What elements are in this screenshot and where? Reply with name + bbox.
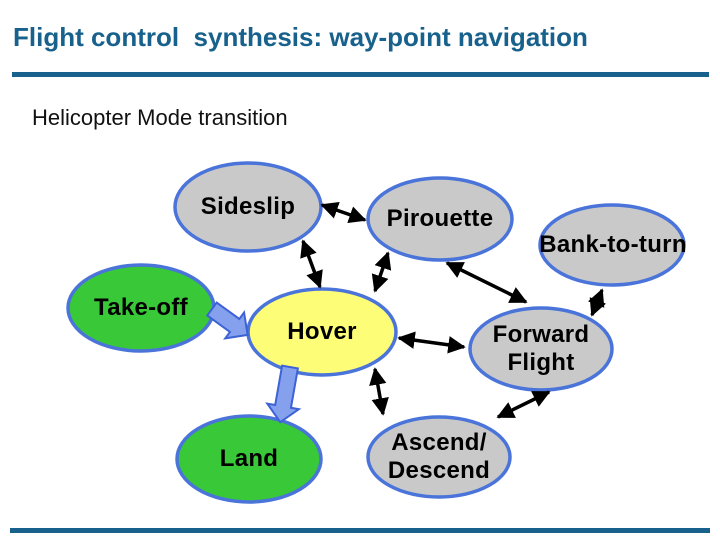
edge-sideslip-hover xyxy=(300,239,323,289)
footer-divider xyxy=(10,528,710,533)
edge-pirouette-forward-flight xyxy=(445,261,528,304)
node-sideslip xyxy=(173,161,323,253)
node-take-off xyxy=(66,263,216,353)
block-arrow-takeoff-to-hover xyxy=(205,301,249,340)
edge-hover-ascend-descend xyxy=(369,367,389,416)
node-land xyxy=(175,414,323,504)
node-ascend-descend xyxy=(366,415,512,499)
edge-pirouette-hover xyxy=(371,251,392,293)
diagram-subtitle: Helicopter Mode transition xyxy=(32,105,288,130)
edge-forward-flight-ascend-descend xyxy=(496,390,551,419)
node-bank-to-turn xyxy=(538,203,686,287)
node-pirouette xyxy=(366,176,514,262)
title-divider xyxy=(12,72,709,77)
node-hover xyxy=(246,287,398,377)
edge-bank-to-turn-forward-flight xyxy=(588,288,606,317)
node-forward-flight xyxy=(468,306,614,392)
block-arrow-hover-to-land xyxy=(265,364,302,424)
edge-sideslip-pirouette xyxy=(320,201,367,224)
edge-hover-forward-flight xyxy=(397,331,466,354)
page-title: Flight control synthesis: way-point navi… xyxy=(13,22,588,52)
